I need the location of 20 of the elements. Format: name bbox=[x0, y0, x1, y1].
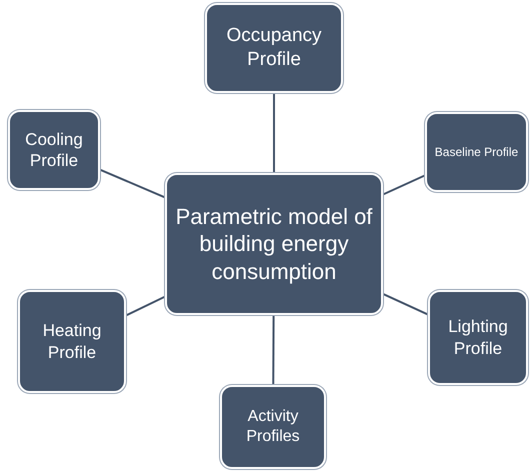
box-label: Lighting Profile bbox=[447, 316, 509, 359]
box-label: Heating Profile bbox=[42, 320, 102, 363]
box-label: Cooling Profile bbox=[24, 128, 84, 172]
profile-box bbox=[220, 385, 326, 469]
connector-line bbox=[382, 174, 426, 196]
box-label: Parametric model of building energy consumption bbox=[174, 202, 374, 286]
connector-line bbox=[272, 315, 275, 385]
profile-box bbox=[18, 290, 126, 393]
profile-box bbox=[8, 110, 100, 190]
profile-box bbox=[428, 290, 528, 385]
connector-line bbox=[273, 93, 275, 173]
profile-box bbox=[425, 112, 528, 192]
box-label: Occupancy Profile bbox=[225, 24, 323, 72]
box-label: Baseline Profile bbox=[434, 144, 518, 160]
connector-line bbox=[100, 168, 166, 198]
profile-box bbox=[205, 3, 343, 93]
connector-line bbox=[126, 296, 166, 316]
box-label: Activity Profiles bbox=[245, 407, 301, 447]
central-box bbox=[165, 173, 383, 315]
connector-line bbox=[382, 293, 428, 316]
